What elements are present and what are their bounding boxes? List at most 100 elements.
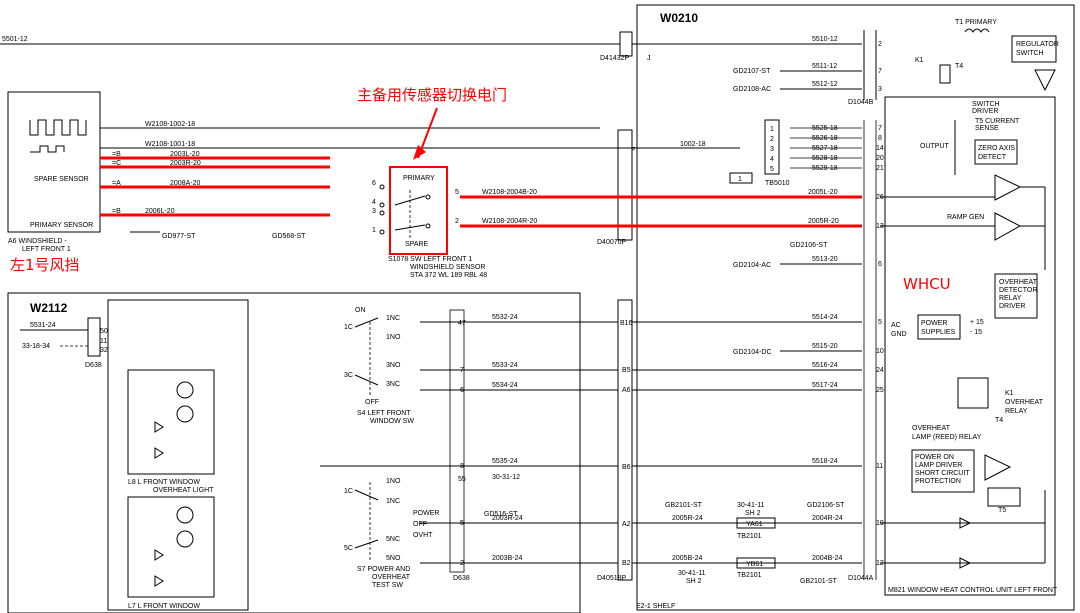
primary-sensor-label: PRIMARY SENSOR bbox=[30, 222, 93, 229]
tb5010-block bbox=[764, 119, 780, 175]
power-on-box bbox=[911, 449, 975, 493]
whcu-annotation: WHCU bbox=[903, 275, 951, 293]
s1078-pin-2: 2 bbox=[455, 218, 459, 225]
pin-b2-label: B2 bbox=[622, 560, 631, 567]
switch-driver-2: DRIVER bbox=[972, 108, 998, 115]
svg-text:6: 6 bbox=[878, 261, 882, 268]
wire-5527-label: 5527-18 bbox=[812, 145, 838, 152]
pin-b-2: =B bbox=[112, 208, 121, 215]
pin-b-1: =B bbox=[112, 151, 121, 158]
svg-text:14: 14 bbox=[876, 145, 884, 152]
tb2101-top-label: TB2101 bbox=[737, 533, 762, 540]
regulator-amp bbox=[1034, 69, 1056, 92]
t5-label: T5 bbox=[998, 507, 1006, 514]
svg-text:ON: ON bbox=[355, 307, 366, 314]
wire-5512-label: 5512-12 bbox=[812, 81, 838, 88]
whcu-box bbox=[884, 96, 1056, 596]
tb5010-wires bbox=[790, 127, 862, 169]
s7-power-label: POWER bbox=[413, 510, 439, 517]
connector-d1044b-label: D1044B bbox=[848, 99, 874, 106]
ground-gd568-label: GD568-ST bbox=[272, 233, 306, 240]
comparator-top bbox=[994, 174, 1022, 201]
regulator-label-2: SWITCH bbox=[1016, 50, 1044, 57]
overheat-detector-3: RELAY bbox=[999, 295, 1022, 302]
t5-current-1: T5 CURRENT bbox=[975, 118, 1020, 125]
wire-5533-label: 5533-24 bbox=[492, 362, 518, 369]
minus15-label: - 15 bbox=[970, 329, 982, 336]
zero-axis-1: ZERO AXIS bbox=[978, 145, 1015, 152]
connector-d40518p-label: D40518P bbox=[597, 575, 627, 582]
svg-text:3NC: 3NC bbox=[386, 381, 400, 388]
s4-switch: ON 1NC 1NO 3NO 3NC OFF 1C 3C bbox=[344, 307, 401, 406]
comparator-bottom bbox=[994, 212, 1022, 241]
connector-d40518p bbox=[617, 299, 633, 581]
wire-5515-label: 5515-20 bbox=[812, 343, 838, 350]
s1078-caption-2: WINDSHIELD SENSOR bbox=[410, 264, 485, 271]
w2112-box bbox=[7, 292, 581, 613]
wire-w2108-2004b-label: W2108-2004B-20 bbox=[482, 189, 537, 196]
s1078-caption-3: STA 372 WL 189 RBL 48 bbox=[410, 272, 487, 279]
l8-light-box bbox=[127, 369, 215, 475]
s4-caption-1: S4 LEFT FRONT bbox=[357, 410, 411, 417]
regulator-label-1: REGULATOR bbox=[1016, 41, 1059, 48]
wire-5531-label: 5531-24 bbox=[30, 322, 56, 329]
pin-7: 7 bbox=[460, 367, 464, 374]
overheat-detector-box bbox=[994, 273, 1038, 319]
power-supplies-box bbox=[917, 314, 961, 340]
power-on-2: LAMP DRIVER bbox=[915, 462, 962, 469]
ground-gd516-label: GD516-ST bbox=[484, 511, 518, 518]
wire-2005l-label: 2005L-20 bbox=[808, 189, 838, 196]
wire-5518-label: 5518-24 bbox=[812, 458, 838, 465]
output-label: OUTPUT bbox=[920, 143, 950, 150]
wire-2004b-24-label: 2004B-24 bbox=[812, 555, 842, 562]
ya61-label: YA61 bbox=[746, 521, 763, 528]
k1-relay-3: RELAY bbox=[1005, 408, 1028, 415]
ground-gd2107-label: GD2107-ST bbox=[733, 68, 771, 75]
annotation-arrow-head bbox=[413, 145, 426, 160]
regulator-switch-box bbox=[1011, 35, 1057, 63]
wire-2003l-label: 2003L-20 bbox=[170, 151, 200, 158]
s7-caption-2: OVERHEAT bbox=[372, 574, 411, 581]
wire-2008a-label: 2008A-20 bbox=[170, 180, 200, 187]
wire-5501-label: 5501-12 bbox=[2, 36, 28, 43]
wire-w2108-1001-label: W2108-1001-18 bbox=[145, 141, 195, 148]
lamp-relay-1: OVERHEAT bbox=[912, 425, 951, 432]
overheat-detector-1: OVERHEAT bbox=[999, 279, 1038, 286]
gnd-label: GND bbox=[891, 331, 907, 338]
w0210-title: W0210 bbox=[660, 11, 698, 25]
svg-text:7: 7 bbox=[878, 125, 882, 132]
s7-switch: 1NO 1NC 5NC 5NO 1C 5C bbox=[344, 478, 401, 562]
wire-1002-label: 1002-18 bbox=[680, 141, 706, 148]
wire-5535-label: 5535-24 bbox=[492, 458, 518, 465]
switch-driver-1: SWITCH bbox=[972, 101, 1000, 108]
wire-2005b-24-label: 2005B-24 bbox=[672, 555, 702, 562]
pin-2: 2 bbox=[460, 560, 464, 567]
zero-axis-2: DETECT bbox=[978, 154, 1007, 161]
shelf-label: E2-1 SHELF bbox=[636, 603, 675, 610]
wire-2003r-24-label: 2003R-24 bbox=[492, 515, 523, 522]
d638-right-label: D638 bbox=[453, 575, 470, 582]
svg-text:21: 21 bbox=[876, 165, 884, 172]
pin-8: 8 bbox=[460, 463, 464, 470]
whcu-pin-numbers: 2 7 3 7 8 14 20 21 26 13 6 5 10 24 25 11… bbox=[876, 41, 884, 567]
ground-gb2101-top-label: GB2101-ST bbox=[665, 502, 703, 509]
ground-gd2104-dc-label: GD2104-DC bbox=[733, 349, 772, 356]
pin-a: =A bbox=[112, 180, 121, 187]
svg-text:1C: 1C bbox=[344, 488, 353, 495]
wire-5534-label: 5534-24 bbox=[492, 382, 518, 389]
note-flag bbox=[729, 172, 753, 184]
l8-lamp-c bbox=[176, 405, 194, 423]
pin-47: 47 bbox=[458, 320, 466, 327]
yb61-label: YB61 bbox=[746, 561, 763, 568]
windshield-label-1: A6 WINDSHIELD - bbox=[8, 238, 67, 245]
k1-relay-1: K1 bbox=[1005, 390, 1014, 397]
power-supplies-2: SUPPLIES bbox=[921, 329, 956, 336]
ground-gd2104-ac-label: GD2104-AC bbox=[733, 262, 771, 269]
wire-2003r-label: 2003R-20 bbox=[170, 160, 201, 167]
wire-2005r-24-label: 2005R-24 bbox=[672, 515, 703, 522]
l7-light-box bbox=[127, 496, 215, 598]
pin-b16-label: B16 bbox=[620, 320, 633, 327]
s1078-highlight-box bbox=[389, 166, 448, 255]
s4-caption-2: WINDOW SW bbox=[370, 418, 414, 425]
